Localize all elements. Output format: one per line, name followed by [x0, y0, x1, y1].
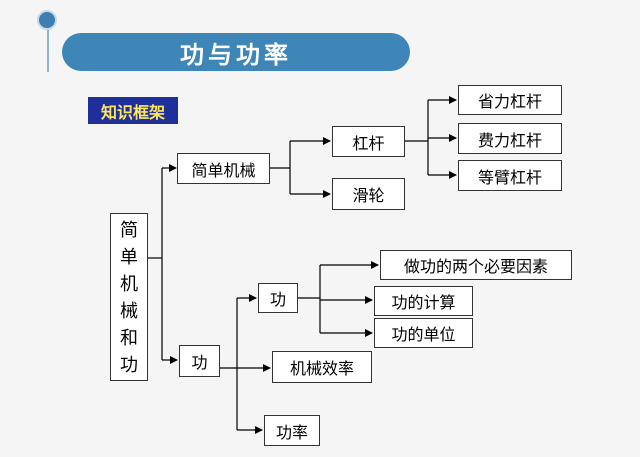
node-work-branch: 功 [179, 345, 220, 377]
node-power: 功率 [264, 415, 320, 446]
root-char: 机 [120, 274, 138, 295]
node-simple-machine: 简单机械 [177, 153, 270, 184]
root-char: 械 [120, 301, 138, 322]
root-char: 功 [120, 355, 138, 376]
section-badge: 知识框架 [88, 97, 178, 124]
page-title: 功与功率 [62, 33, 410, 71]
node-labor-saving-lever: 省力杠杆 [458, 85, 562, 115]
banner-pin-icon [37, 10, 57, 30]
node-equal-arm-lever: 等臂杠杆 [458, 160, 562, 191]
node-mechanical-efficiency: 机械效率 [272, 351, 372, 383]
node-pulley: 滑轮 [332, 178, 405, 210]
node-work-calculation: 功的计算 [374, 286, 473, 316]
node-work: 功 [258, 283, 298, 313]
node-work-conditions: 做功的两个必要因素 [380, 250, 572, 280]
root-char: 单 [120, 247, 138, 268]
banner-pin-line [47, 20, 49, 72]
node-lever: 杠杆 [332, 126, 405, 157]
node-labor-costing-lever: 费力杠杆 [458, 123, 562, 154]
node-work-unit: 功的单位 [374, 318, 473, 348]
root-char: 简 [120, 220, 138, 241]
root-char: 和 [120, 328, 138, 349]
root-node-simple-machine-and-work: 简 单 机 械 和 功 [110, 213, 148, 381]
